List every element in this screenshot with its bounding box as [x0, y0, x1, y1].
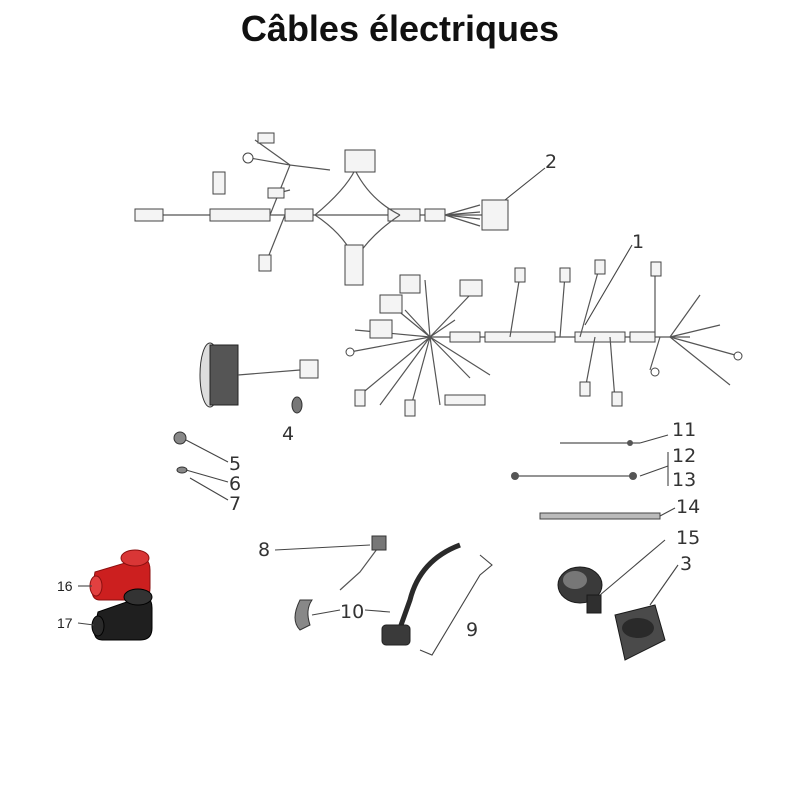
callout-2: 2: [545, 151, 557, 173]
callout-15: 15: [676, 527, 700, 549]
grommets: [557, 539, 679, 661]
callout-16: 16: [57, 578, 73, 594]
leader-lines: [504, 167, 633, 326]
callout-10: 10: [340, 601, 364, 623]
callout-6: 6: [229, 473, 241, 495]
page-title: Câbles électriques: [240, 8, 560, 49]
black-terminal-cap: [91, 588, 153, 641]
small-parts: [173, 396, 303, 501]
harness-1: [345, 259, 743, 417]
callout-14: 14: [676, 496, 700, 518]
callout-17: 17: [57, 615, 73, 631]
callout-4: 4: [282, 423, 294, 445]
cables-11-14: [511, 434, 676, 520]
callout-1: 1: [632, 231, 644, 253]
callout-8: 8: [258, 539, 270, 561]
parts-8-9-10: [274, 535, 493, 656]
callout-3: 3: [680, 553, 692, 575]
leader-17: [77, 622, 95, 626]
callout-7: 7: [229, 493, 241, 515]
callout-12: 12: [672, 445, 696, 467]
callout-9: 9: [466, 619, 478, 641]
headlight-assembly: [199, 342, 319, 408]
callout-13: 13: [672, 469, 696, 491]
callout-11: 11: [672, 419, 696, 441]
battery-terminal-caps: [89, 549, 153, 641]
callout-5: 5: [229, 453, 241, 475]
harness-2: [134, 132, 509, 286]
callout-labels: 2 1 4 5 6 7 11 12 13 14 15 3 8 10 9 16 1…: [57, 151, 700, 641]
